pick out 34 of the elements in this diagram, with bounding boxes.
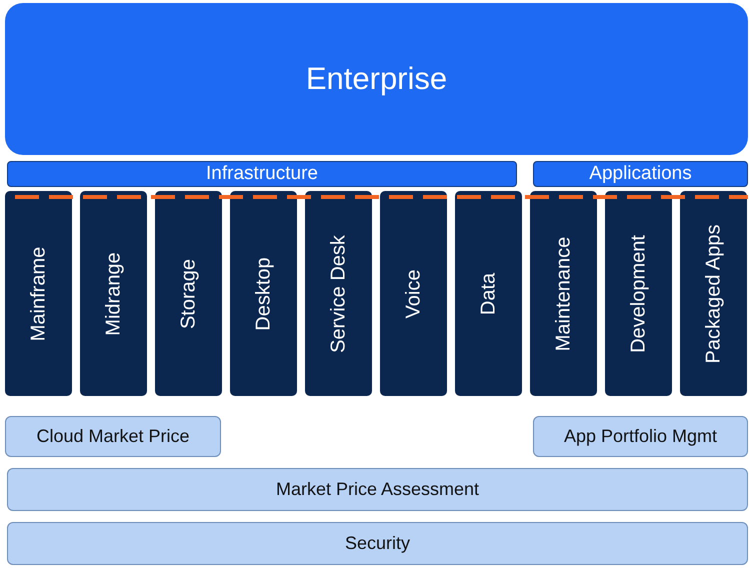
column-label: Packaged Apps (702, 224, 725, 363)
bar-label: Cloud Market Price (36, 426, 190, 447)
bar-label: Enterprise (306, 61, 448, 97)
service-column (605, 191, 672, 396)
column-label: Service Desk (327, 234, 350, 352)
service-column (155, 191, 222, 396)
column-label: Midrange (102, 252, 125, 336)
bar-label: App Portfolio Mgmt (564, 426, 718, 447)
service-column (80, 191, 147, 396)
service-column (5, 191, 72, 396)
service-bar (7, 522, 748, 565)
service-column (455, 191, 522, 396)
column-label: Mainframe (27, 246, 50, 341)
column-label: Maintenance (552, 236, 575, 351)
service-column (530, 191, 597, 396)
bar-label: Market Price Assessment (276, 479, 480, 500)
service-bar (7, 468, 748, 511)
service-bar (533, 416, 748, 457)
column-label: Storage (177, 258, 200, 329)
bar-label: Infrastructure (206, 163, 318, 185)
service-column (305, 191, 372, 396)
column-label: Desktop (252, 256, 275, 330)
header-banner (5, 3, 748, 155)
bar-label: Applications (589, 163, 692, 185)
category-bar (7, 161, 517, 187)
service-column (380, 191, 447, 396)
service-bar (5, 416, 221, 457)
column-label: Voice (402, 269, 425, 318)
column-label: Development (627, 234, 650, 352)
service-column (680, 191, 747, 396)
service-column (230, 191, 297, 396)
column-label: Data (477, 272, 500, 315)
bar-label: Security (344, 533, 410, 554)
category-bar (533, 161, 748, 187)
